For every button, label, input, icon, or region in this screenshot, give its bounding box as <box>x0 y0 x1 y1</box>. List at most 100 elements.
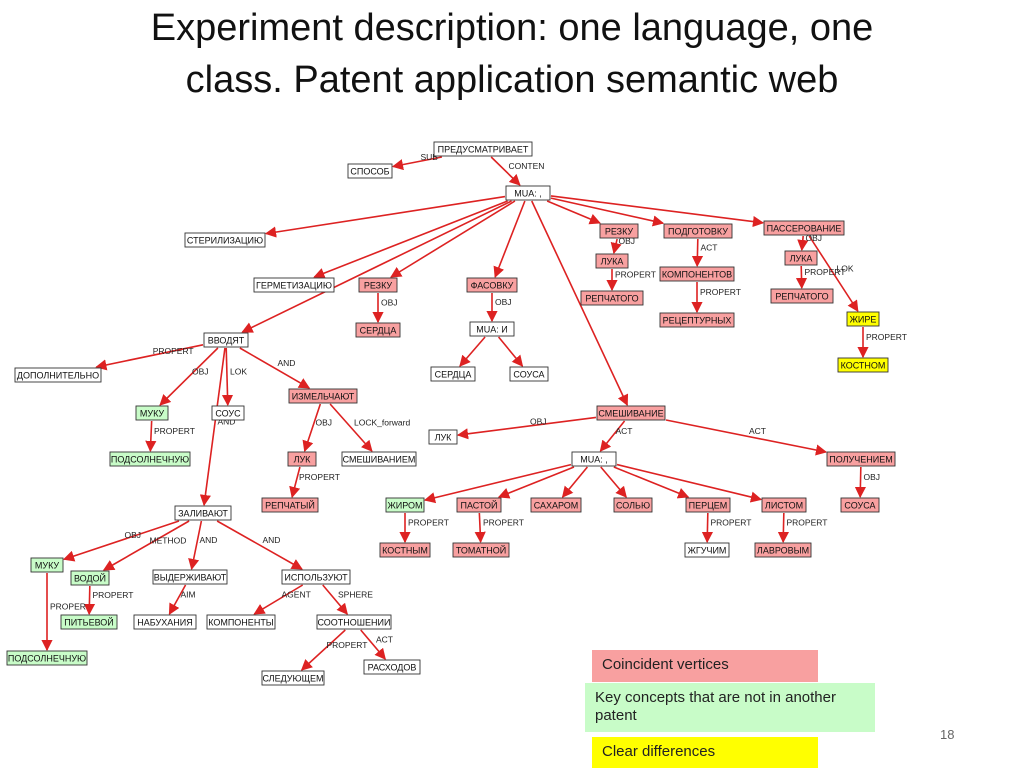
node-zhirom: ЖИРОМ <box>386 498 424 512</box>
edge-poluch-sousa2 <box>860 467 861 497</box>
node-serdca1: СЕРДЦА <box>356 323 400 337</box>
node-mua2: MUA: И <box>470 322 514 336</box>
node-label-ispolz: ИСПОЛЬЗУЮТ <box>284 572 348 582</box>
node-label-podsoln1: ПОДСОЛНЕЧНУЮ <box>111 454 189 464</box>
node-label-luka1: ЛУКА <box>601 256 624 266</box>
node-fasovku: ФАСОВКУ <box>467 278 517 292</box>
node-listom: ЛИСТОМ <box>762 498 806 512</box>
node-label-serdca2: СЕРДЦА <box>435 369 472 379</box>
node-label-zhguchim: ЖГУЧИМ <box>688 545 727 555</box>
node-germet: ГЕРМЕТИЗАЦИЮ <box>254 278 334 292</box>
edge-label-percem-zhguchim: PROPERT <box>711 518 752 528</box>
node-label-kostnom: КОСТНОМ <box>841 360 886 370</box>
node-label-poluch: ПОЛУЧЕНИЕМ <box>829 454 892 464</box>
node-pitevoi: ПИТЬЕВОЙ <box>61 615 117 629</box>
edge-label-muku2-podsoln2: PROPER <box>50 602 86 612</box>
node-predusm: ПРЕДУСМАТРИВАЕТ <box>434 142 532 156</box>
node-label-kompon1: КОМПОНЕНТОВ <box>662 269 732 279</box>
edge-label-vyderzh-nabuh: AIM <box>181 590 196 600</box>
node-rashod: РАСХОДОВ <box>364 660 420 674</box>
edge-label-podgot-kompon1: ACT <box>701 243 718 253</box>
node-kompon1: КОМПОНЕНТОВ <box>660 267 734 281</box>
node-label-germet: ГЕРМЕТИЗАЦИЮ <box>256 280 332 290</box>
edge-sootn-sled <box>302 630 346 670</box>
node-label-recept: РЕЦЕПТУРНЫХ <box>663 315 732 325</box>
edge-izmelch-luk2 <box>305 404 321 451</box>
node-kostnom: КОСТНОМ <box>838 358 888 372</box>
node-zalivayut: ЗАЛИВАЮТ <box>175 506 231 520</box>
node-smeshiv: СМЕШИВАНИЕ <box>597 406 665 420</box>
node-vodoi: ВОДОЙ <box>71 571 109 585</box>
edge-label-zalivayut-muku2: OBJ <box>125 530 142 540</box>
edge-zalivayut-vodoi <box>104 521 189 570</box>
edge-label-smeshiv-mua3: ACT <box>616 426 633 436</box>
edge-vvodyat-izmelch <box>240 348 309 388</box>
node-rezku2: РЕЗКУ <box>359 278 397 292</box>
edge-label-zalivayut-vodoi: METHOD <box>150 536 187 546</box>
edge-label-vodoi-pitevoi: PROPERT <box>93 590 134 600</box>
node-label-podsoln2: ПОДСОЛНЕЧНУЮ <box>8 653 86 663</box>
node-label-repchatyi: РЕПЧАТЫЙ <box>265 499 315 510</box>
node-label-luk1: ЛУК <box>435 432 453 442</box>
page-number: 18 <box>940 727 954 742</box>
node-muku1: МУКУ <box>136 406 168 420</box>
edge-label-zalivayut-vyderzh: AND <box>200 535 218 545</box>
edge-mua1-passer <box>551 196 763 223</box>
edge-label-predusm-mua1: CONTEN <box>509 161 545 171</box>
node-label-muku1: МУКУ <box>140 408 165 418</box>
node-dopoln: ДОПОЛНИТЕЛЬНО <box>15 368 101 382</box>
node-label-nabuh: НАБУХАНИЯ <box>137 617 192 627</box>
node-label-sousa1: СОУСА <box>513 369 544 379</box>
node-label-predusm: ПРЕДУСМАТРИВАЕТ <box>438 144 529 154</box>
node-label-sootn: СООТНОШЕНИИ <box>318 617 391 627</box>
node-label-sousa2: СОУСА <box>844 500 875 510</box>
node-label-mua1: MUA: , <box>514 188 542 198</box>
node-label-vyderzh: ВЫДЕРЖИВАЮТ <box>154 572 227 582</box>
node-label-zalivayut: ЗАЛИВАЮТ <box>178 508 228 518</box>
edge-label-ispolz-sootn: SPHERE <box>338 590 373 600</box>
node-saharom: САХАРОМ <box>531 498 581 512</box>
node-rezku1: РЕЗКУ <box>600 224 638 238</box>
node-mua3: MUA: , <box>572 452 616 466</box>
node-label-smeshiv: СМЕШИВАНИЕ <box>598 408 663 418</box>
edge-mua2-serdca2 <box>460 337 485 366</box>
edge-mua1-vvodyat <box>242 201 511 332</box>
edge-label-luka1-repch1: PROPERT <box>615 270 656 280</box>
edge-label-passer-zhire: LOK <box>837 264 854 274</box>
edge-vvodyat-muku1 <box>160 348 218 405</box>
edge-label-zalivayut-ispolz: AND <box>263 535 281 545</box>
node-sootn: СООТНОШЕНИИ <box>317 615 391 629</box>
node-vvodyat: ВВОДЯТ <box>204 333 248 347</box>
node-label-podgot: ПОДГОТОВКУ <box>668 226 728 236</box>
edge-mua3-percem <box>614 467 688 497</box>
edge-luka2-repch2 <box>801 266 802 288</box>
node-podsoln2: ПОДСОЛНЕЧНУЮ <box>7 651 87 665</box>
edge-label-sootn-rashod: ACT <box>376 635 393 645</box>
edge-label-vvodyat-izmelch: AND <box>278 358 296 368</box>
node-label-kompon2: КОМПОНЕНТЫ <box>208 617 274 627</box>
edge-percem-zhguchim <box>707 513 708 542</box>
node-label-passer: ПАССЕРОВАНИЕ <box>767 223 842 233</box>
edge-mua3-saharom <box>563 467 588 497</box>
node-poluch: ПОЛУЧЕНИЕМ <box>827 452 895 466</box>
node-ispolz: ИСПОЛЬЗУЮТ <box>282 570 350 584</box>
node-label-rashod: РАСХОДОВ <box>368 662 417 672</box>
edge-label-luk2-repchatyi: PROPERT <box>299 472 340 482</box>
edge-label-izmelch-smeshivaniem: LOCK_forward <box>354 418 410 428</box>
node-label-sled: СЛЕДУЮЩЕМ <box>262 673 323 683</box>
node-lavrovym: ЛАВРОВЫМ <box>755 543 811 557</box>
node-label-saharom: САХАРОМ <box>534 500 579 510</box>
node-percem: ПЕРЦЕМ <box>686 498 730 512</box>
node-sousa2: СОУСА <box>841 498 879 512</box>
node-label-tomatnoi: ТОМАТНОЙ <box>456 544 506 555</box>
edge-mua3-solyu <box>601 467 626 497</box>
node-nabuh: НАБУХАНИЯ <box>134 615 196 629</box>
node-luk1: ЛУК <box>429 430 457 444</box>
node-muku2: МУКУ <box>31 558 63 572</box>
node-label-dopoln: ДОПОЛНИТЕЛЬНО <box>17 370 99 380</box>
node-label-fasovku: ФАСОВКУ <box>471 280 514 290</box>
edges-layer <box>47 157 863 670</box>
node-zhire: ЖИРЕ <box>847 312 879 326</box>
node-sous: СОУС <box>212 406 244 420</box>
